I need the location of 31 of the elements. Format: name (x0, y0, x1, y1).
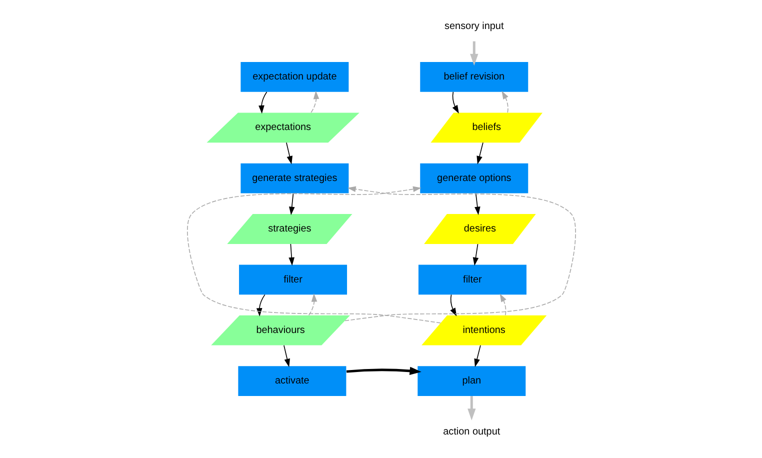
arrow (501, 90, 508, 113)
node-box: generate options (420, 163, 528, 194)
arrow (472, 244, 478, 266)
arrow (476, 142, 483, 164)
arrow (467, 396, 476, 420)
node-box: generate strategies (240, 163, 348, 194)
arrow (346, 366, 421, 375)
node-box: filter (418, 264, 526, 295)
node-box: plan (417, 366, 526, 396)
arrow (470, 41, 478, 66)
node-text: sensory input (444, 20, 504, 32)
arrow (286, 142, 292, 164)
node-box: belief revision (420, 62, 528, 92)
arrow (308, 293, 317, 316)
arrow (256, 294, 265, 316)
arrow (186, 186, 440, 324)
arrow (450, 294, 456, 316)
node-box: activate (238, 366, 346, 396)
arrow (288, 244, 294, 266)
arrow (499, 294, 506, 316)
node-box: filter (238, 264, 347, 295)
arrow (474, 344, 480, 368)
arrow (283, 344, 290, 368)
arrow (452, 92, 458, 114)
node-text: action output (442, 426, 500, 438)
node-box: expectation update (240, 62, 348, 92)
arrow (310, 90, 319, 113)
arrow (288, 192, 294, 216)
arrow (258, 92, 267, 114)
arrow (344, 186, 576, 322)
arrow (474, 192, 480, 216)
